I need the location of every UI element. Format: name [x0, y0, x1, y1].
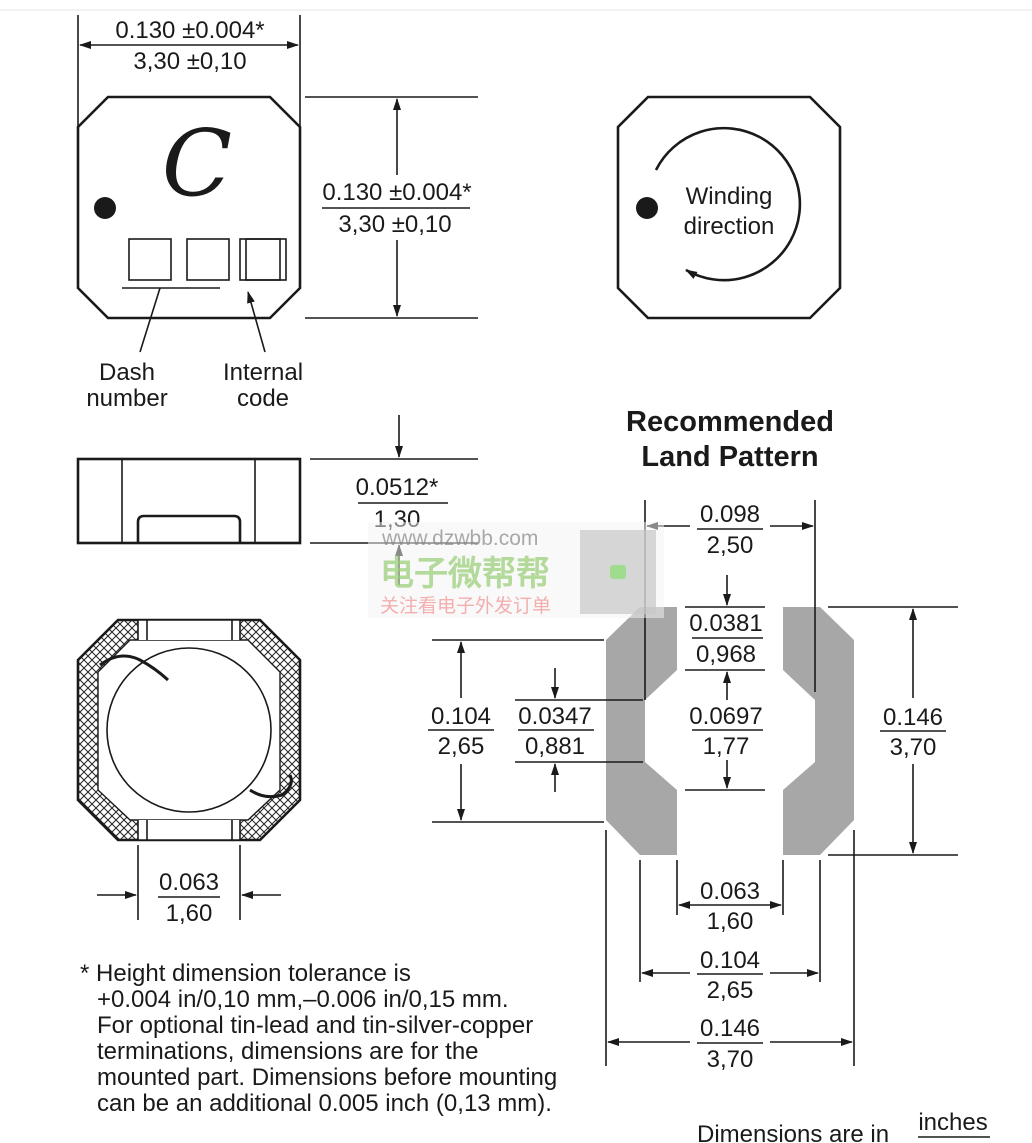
dim-b3-mm: 3,70 [707, 1046, 754, 1073]
units-prefix: Dimensions are in [697, 1121, 889, 1143]
internal-label: Internal [223, 359, 303, 386]
dim-b1-in: 0.063 [700, 878, 760, 905]
dim-top-mm: 2,50 [707, 532, 754, 559]
terminal-slot [138, 620, 240, 640]
dim-gap-in: 0.0381 [689, 610, 762, 637]
footnote-line: * Height dimension tolerance is [80, 960, 411, 987]
height-in: 0.130 ±0.004* [322, 179, 471, 206]
winding-view: Winding direction [616, 95, 842, 320]
wechat-icon [610, 565, 626, 579]
footnote: * Height dimension tolerance is +0.004 i… [80, 960, 557, 1117]
terminal-mm: 1,60 [166, 900, 213, 927]
dim-b3-in: 0.146 [700, 1015, 760, 1042]
terminal-in: 0.063 [159, 869, 219, 896]
right-pad [783, 607, 854, 855]
dash-leader [139, 287, 161, 353]
left-pad [606, 607, 677, 855]
part-side [76, 457, 302, 545]
top-view: C Dash number Internal code 0.130 ±0.004… [76, 15, 478, 412]
dim-inner-in: 0.0697 [689, 703, 762, 730]
internal-label-2: code [237, 385, 289, 412]
dim-notch-mm: 0,881 [525, 733, 585, 760]
footnote-line: can be an additional 0.005 inch (0,13 mm… [97, 1090, 552, 1117]
dim-notch-in: 0.0347 [518, 703, 591, 730]
winding-label: Winding [686, 183, 773, 210]
bottom-bump [136, 514, 242, 543]
part-outline [76, 95, 302, 320]
dim-inner-mm: 1,77 [703, 733, 750, 760]
units-note: Dimensions are in inches [697, 1109, 990, 1143]
winding-arrow-icon [654, 126, 802, 282]
land-pattern-title-2: Land Pattern [641, 441, 818, 473]
height-mm: 3,30 ±0,10 [338, 211, 451, 238]
watermark-url: www.dzwbb.com [381, 527, 538, 550]
wire-lead [99, 654, 170, 682]
dim-right-in: 0.146 [883, 704, 943, 731]
bottom-view: 0.063 1,60 [76, 618, 302, 927]
wire-lead [249, 774, 293, 799]
internal-code-box [239, 238, 287, 281]
dash-label-2: number [86, 385, 167, 412]
watermark-brand: 电子微帮帮 [380, 555, 550, 593]
footnote-line: +0.004 in/0,10 mm,–0.006 in/0,15 mm. [97, 986, 509, 1013]
part-outline [616, 95, 842, 320]
coilcraft-logo: C [162, 110, 232, 217]
watermark-slogan: 关注看电子外发订单 [380, 595, 551, 617]
footnote-line: mounted part. Dimensions before mounting [97, 1064, 557, 1091]
width-mm: 3,30 ±0,10 [133, 48, 246, 75]
terminal-lines [137, 619, 241, 841]
terminal-slot [138, 820, 240, 840]
dash-box-2 [186, 238, 230, 281]
dim-top-in: 0.098 [700, 501, 760, 528]
dim-left-mm: 2,65 [438, 733, 485, 760]
inner-cavity [97, 639, 281, 821]
dim-b1-mm: 1,60 [707, 908, 754, 935]
land-pattern-title: Recommended [626, 406, 834, 438]
dash-label: Dash [99, 359, 155, 386]
winding-label-2: direction [684, 213, 775, 240]
internal-leader [247, 291, 266, 353]
pin1-dot-icon [94, 197, 116, 219]
units-inches: inches [918, 1109, 987, 1136]
dim-right-mm: 3,70 [890, 734, 937, 761]
width-in: 0.130 ±0.004* [115, 17, 264, 44]
dim-b2-mm: 2,65 [707, 977, 754, 1004]
dash-box-1 [128, 238, 172, 281]
dim-b2-in: 0.104 [700, 947, 760, 974]
internal-code-box-inner [245, 238, 281, 281]
watermark: www.dzwbb.com 电子微帮帮 关注看电子外发订单 [368, 522, 664, 618]
dim-gap-mm: 0,968 [696, 641, 756, 668]
land-pattern: Recommended Land Pattern 0.098 2,50 0.03… [428, 406, 958, 1073]
side-height-in: 0.0512* [356, 474, 439, 501]
footnote-line: For optional tin-lead and tin-silver-cop… [97, 1012, 533, 1039]
pin1-dot-icon [636, 197, 658, 219]
dim-left-in: 0.104 [431, 703, 491, 730]
core-circle [106, 647, 272, 813]
footnote-line: terminations, dimensions are for the [97, 1038, 479, 1065]
